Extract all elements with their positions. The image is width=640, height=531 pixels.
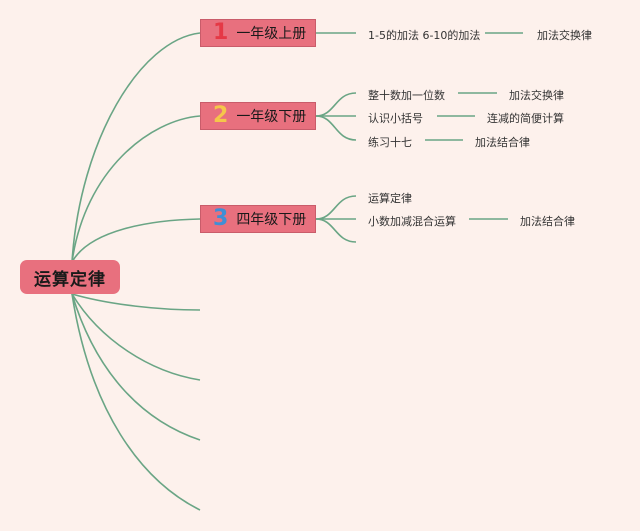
leaf-node[interactable]: 加法结合律 bbox=[475, 136, 530, 149]
link-b3-row3 bbox=[315, 218, 357, 243]
leaf-node[interactable]: 整十数加一位数 bbox=[368, 89, 445, 102]
branch-number-2: 2 bbox=[213, 103, 229, 128]
link-root-b1 bbox=[71, 32, 201, 263]
leaf-node[interactable]: 练习十七 bbox=[368, 136, 412, 149]
root-label: 运算定律 bbox=[34, 269, 106, 290]
leaf-node[interactable]: 加法结合律 bbox=[520, 215, 575, 228]
leaf-node[interactable]: 加法交换律 bbox=[537, 29, 592, 42]
branch-number-3: 3 bbox=[213, 206, 229, 231]
link-b2-row3 bbox=[315, 115, 357, 141]
branch-number-1: 1 bbox=[213, 20, 229, 45]
link-b2-row1 bbox=[315, 92, 357, 117]
link-root-empty-1 bbox=[71, 293, 201, 311]
branch-label-1: 一年级上册 bbox=[236, 26, 307, 42]
branch-node-1[interactable]: 1 一年级上册 bbox=[200, 19, 316, 47]
link-root-b2 bbox=[71, 115, 201, 263]
branch-label-2: 一年级下册 bbox=[236, 109, 307, 125]
link-root-empty-2 bbox=[71, 293, 201, 381]
link-root-empty-3 bbox=[71, 293, 201, 441]
leaf-node[interactable]: 加法交换律 bbox=[509, 89, 564, 102]
branch-node-2[interactable]: 2 一年级下册 bbox=[200, 102, 316, 130]
link-root-b3 bbox=[71, 218, 201, 263]
link-root-empty-4 bbox=[71, 293, 201, 511]
branch-label-3: 四年级下册 bbox=[236, 212, 307, 228]
leaf-node[interactable]: 运算定律 bbox=[368, 192, 412, 205]
link-b3-row1 bbox=[315, 195, 357, 220]
leaf-node[interactable]: 小数加减混合运算 bbox=[368, 215, 456, 228]
branch-node-3[interactable]: 3 四年级下册 bbox=[200, 205, 316, 233]
root-node[interactable]: 运算定律 bbox=[20, 260, 120, 294]
leaf-node[interactable]: 连减的简便计算 bbox=[487, 112, 564, 125]
leaf-node[interactable]: 1-5的加法 6-10的加法 bbox=[368, 29, 481, 42]
leaf-node[interactable]: 认识小括号 bbox=[368, 112, 423, 125]
